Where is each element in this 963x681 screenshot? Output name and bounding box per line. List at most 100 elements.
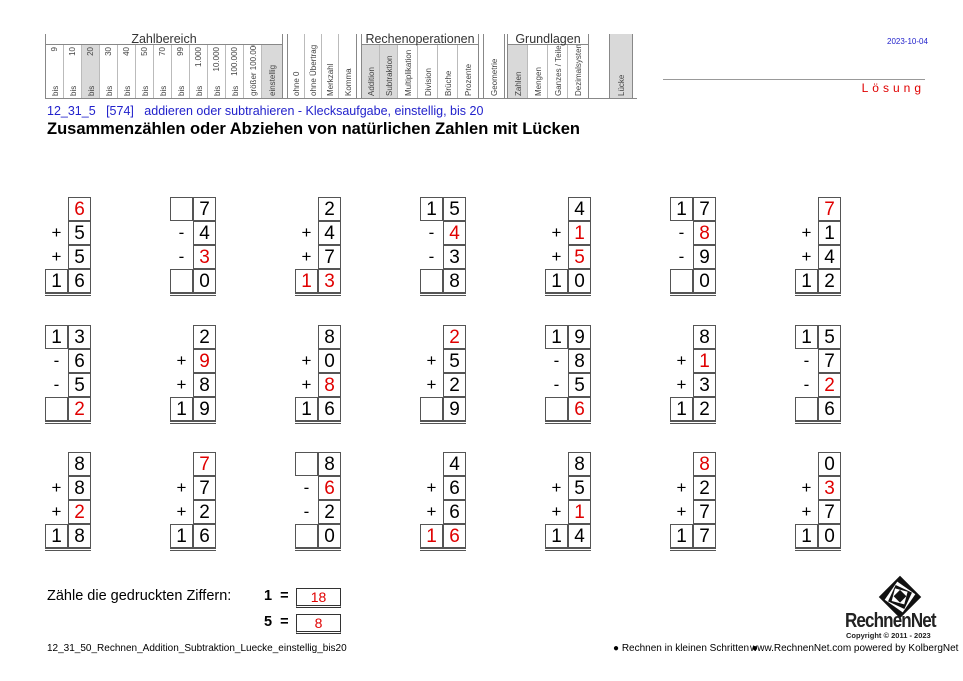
ones-cell[interactable]: 6 [443, 476, 466, 500]
tens-cell[interactable]: 1 [295, 397, 318, 421]
tens-cell[interactable] [670, 269, 693, 293]
ones-cell[interactable]: 2 [818, 269, 841, 293]
ones-cell[interactable]: 7 [693, 197, 716, 221]
ones-cell[interactable]: 2 [68, 397, 91, 421]
ones-cell[interactable]: 9 [693, 245, 716, 269]
ones-cell[interactable]: 5 [818, 325, 841, 349]
ones-cell[interactable]: 5 [68, 245, 91, 269]
ones-cell[interactable]: 6 [443, 500, 466, 524]
ones-cell[interactable]: 4 [193, 221, 216, 245]
ones-cell[interactable]: 0 [193, 269, 216, 293]
ones-cell[interactable]: 8 [193, 373, 216, 397]
tens-cell[interactable]: 1 [545, 269, 568, 293]
ones-cell[interactable]: 7 [193, 452, 216, 476]
ones-cell[interactable]: 0 [818, 524, 841, 548]
ones-cell[interactable]: 7 [818, 349, 841, 373]
tens-cell[interactable] [295, 524, 318, 548]
ones-cell[interactable]: 7 [318, 245, 341, 269]
ones-cell[interactable]: 2 [443, 325, 466, 349]
tens-cell[interactable]: 1 [170, 524, 193, 548]
tens-cell[interactable]: 1 [545, 524, 568, 548]
tens-cell[interactable]: 1 [795, 269, 818, 293]
ones-cell[interactable]: 4 [443, 221, 466, 245]
ones-cell[interactable]: 6 [318, 476, 341, 500]
ones-cell[interactable]: 6 [68, 269, 91, 293]
ones-cell[interactable]: 7 [693, 500, 716, 524]
tens-cell[interactable]: 1 [545, 325, 568, 349]
ones-cell[interactable]: 6 [818, 397, 841, 421]
ones-cell[interactable]: 6 [68, 349, 91, 373]
ones-cell[interactable]: 5 [443, 349, 466, 373]
ones-cell[interactable]: 5 [568, 476, 591, 500]
ones-cell[interactable]: 0 [818, 452, 841, 476]
ones-cell[interactable]: 8 [568, 452, 591, 476]
ones-cell[interactable]: 8 [318, 373, 341, 397]
ones-cell[interactable]: 1 [568, 500, 591, 524]
tens-cell[interactable]: 1 [795, 524, 818, 548]
tens-cell[interactable]: 1 [795, 325, 818, 349]
tens-cell[interactable]: 1 [420, 197, 443, 221]
tens-cell[interactable]: 1 [170, 397, 193, 421]
ones-cell[interactable]: 9 [443, 397, 466, 421]
tens-cell[interactable] [45, 397, 68, 421]
ones-cell[interactable]: 7 [818, 197, 841, 221]
ones-cell[interactable]: 4 [443, 452, 466, 476]
ones-cell[interactable]: 8 [318, 325, 341, 349]
ones-cell[interactable]: 6 [193, 524, 216, 548]
ones-cell[interactable]: 5 [568, 245, 591, 269]
tens-cell[interactable]: 1 [420, 524, 443, 548]
ones-cell[interactable]: 9 [568, 325, 591, 349]
ones-cell[interactable]: 2 [318, 500, 341, 524]
ones-cell[interactable]: 0 [568, 269, 591, 293]
tens-cell[interactable]: 1 [670, 524, 693, 548]
ones-cell[interactable]: 3 [68, 325, 91, 349]
ones-cell[interactable]: 2 [443, 373, 466, 397]
ones-cell[interactable]: 0 [693, 269, 716, 293]
ones-cell[interactable]: 4 [318, 221, 341, 245]
ones-cell[interactable]: 6 [443, 524, 466, 548]
tens-cell[interactable]: 1 [670, 197, 693, 221]
ones-cell[interactable]: 8 [68, 476, 91, 500]
tens-cell[interactable] [795, 397, 818, 421]
tens-cell[interactable]: 1 [670, 397, 693, 421]
ones-cell[interactable]: 2 [318, 197, 341, 221]
ones-cell[interactable]: 3 [693, 373, 716, 397]
ones-cell[interactable]: 8 [693, 325, 716, 349]
tens-cell[interactable] [170, 197, 193, 221]
ones-cell[interactable]: 3 [193, 245, 216, 269]
ones-cell[interactable]: 4 [568, 197, 591, 221]
ones-cell[interactable]: 7 [193, 197, 216, 221]
tens-cell[interactable] [420, 397, 443, 421]
ones-cell[interactable]: 8 [693, 452, 716, 476]
ones-cell[interactable]: 7 [818, 500, 841, 524]
ones-cell[interactable]: 8 [693, 221, 716, 245]
ones-cell[interactable]: 3 [318, 269, 341, 293]
ones-cell[interactable]: 8 [318, 452, 341, 476]
ones-cell[interactable]: 1 [693, 349, 716, 373]
ones-cell[interactable]: 9 [193, 397, 216, 421]
ones-cell[interactable]: 1 [818, 221, 841, 245]
ones-cell[interactable]: 7 [693, 524, 716, 548]
ones-cell[interactable]: 8 [568, 349, 591, 373]
ones-cell[interactable]: 5 [68, 373, 91, 397]
ones-cell[interactable]: 2 [693, 397, 716, 421]
count-answer-1[interactable]: 18 [296, 588, 341, 608]
tens-cell[interactable] [545, 397, 568, 421]
ones-cell[interactable]: 0 [318, 524, 341, 548]
ones-cell[interactable]: 3 [818, 476, 841, 500]
ones-cell[interactable]: 3 [443, 245, 466, 269]
count-answer-5[interactable]: 8 [296, 614, 341, 634]
tens-cell[interactable]: 1 [295, 269, 318, 293]
ones-cell[interactable]: 8 [68, 524, 91, 548]
ones-cell[interactable]: 4 [568, 524, 591, 548]
tens-cell[interactable] [295, 452, 318, 476]
tens-cell[interactable]: 1 [45, 524, 68, 548]
tens-cell[interactable] [170, 269, 193, 293]
ones-cell[interactable]: 7 [193, 476, 216, 500]
ones-cell[interactable]: 4 [818, 245, 841, 269]
ones-cell[interactable]: 8 [443, 269, 466, 293]
ones-cell[interactable]: 2 [193, 325, 216, 349]
ones-cell[interactable]: 6 [318, 397, 341, 421]
tens-cell[interactable]: 1 [45, 325, 68, 349]
ones-cell[interactable]: 5 [568, 373, 591, 397]
